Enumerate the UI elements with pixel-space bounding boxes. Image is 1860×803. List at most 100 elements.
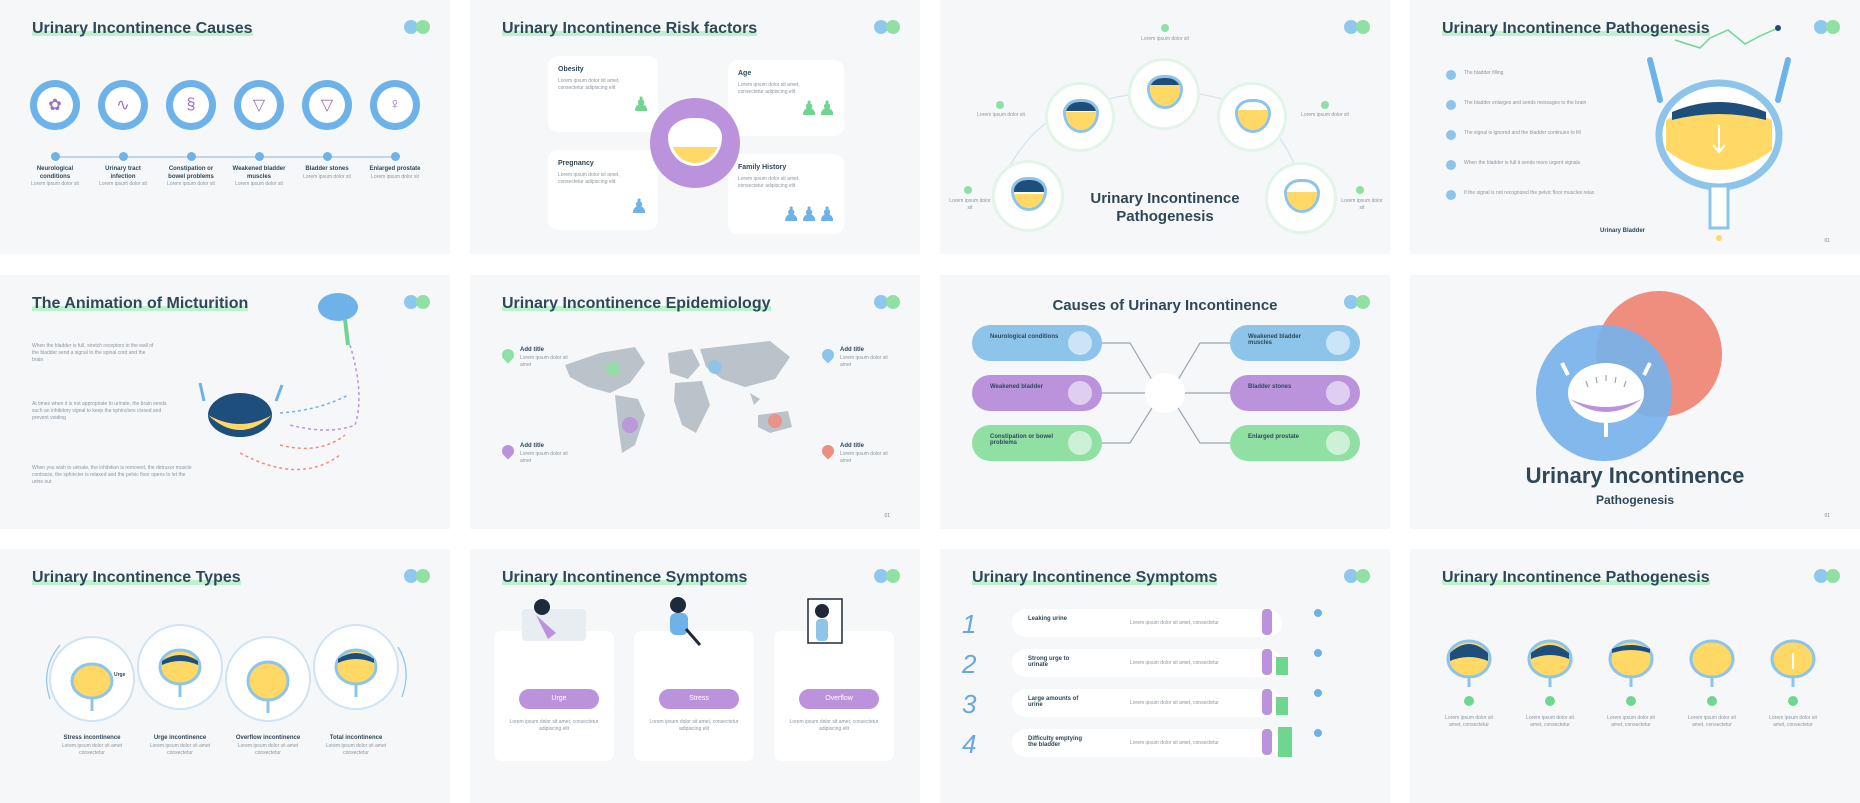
types-diagram bbox=[46, 624, 407, 722]
cover-subtitle: Pathogenesis bbox=[1595, 493, 1675, 507]
logo-icon bbox=[404, 569, 432, 583]
slide-cover[interactable]: Urinary Incontinence Pathogenesis 01 bbox=[1410, 275, 1860, 529]
symptom-row: 4 Difficulty emptying the bladder Lorem … bbox=[962, 729, 1282, 759]
stage-caption: Lorem ipsum dolor sit amet, consectetur bbox=[1607, 715, 1655, 728]
slide-center-title: Urinary Incontinence Pathogenesis bbox=[1090, 190, 1240, 225]
slide-title: Urinary Incontinence Types bbox=[32, 569, 241, 587]
page-number: 01 bbox=[1824, 238, 1830, 244]
cause-item: Weakened bladder muscles Lorem ipsum dol… bbox=[232, 166, 286, 187]
cause-item: Enlarged prostate Lorem ipsum dolor sit bbox=[369, 166, 421, 180]
bacteria-icon: ∿ bbox=[98, 80, 148, 130]
cause-item: Bladder stones Lorem ipsum dolor sit bbox=[303, 166, 351, 180]
timeline bbox=[55, 156, 395, 158]
cause-pill: Bladder stones bbox=[1230, 375, 1360, 411]
cause-pill: Neurological conditions bbox=[972, 325, 1102, 361]
slide-title: Urinary Incontinence Causes bbox=[32, 20, 253, 38]
person-illustrations bbox=[522, 597, 843, 646]
symptom-button[interactable]: Urge bbox=[519, 689, 599, 709]
slide-title: Urinary Incontinence Symptoms bbox=[502, 569, 748, 587]
connector-lines bbox=[1100, 342, 1230, 444]
slide-title: Urinary Incontinence Symptoms bbox=[972, 569, 1218, 587]
symptom-row: 2 Strong urge to urinate Lorem ipsum dol… bbox=[962, 649, 1282, 679]
logo-icon bbox=[1344, 295, 1372, 309]
cause-icon bbox=[1326, 331, 1350, 355]
stage-caption: Lorem ipsum dolor sit amet, consectetur bbox=[1526, 715, 1574, 728]
logo-icon bbox=[1344, 569, 1372, 583]
symptom-row: 1 Leaking urine Lorem ipsum dolor sit am… bbox=[962, 609, 1282, 639]
slide-epidemiology[interactable]: Urinary Incontinence Epidemiology Add ti… bbox=[470, 275, 920, 529]
slide-causes-pills[interactable]: Causes of Urinary Incontinence Neurologi… bbox=[940, 275, 1390, 529]
logo-icon bbox=[874, 20, 902, 34]
timeline-dot bbox=[323, 152, 332, 161]
stage-caption: Lorem ipsum dolor sit amet, consectetur bbox=[1688, 715, 1736, 728]
symptom-button[interactable]: Overflow bbox=[799, 689, 879, 709]
slide-symptoms-list[interactable]: Urinary Incontinence Symptoms 1 Leaking … bbox=[940, 549, 1390, 803]
intestine-icon: § bbox=[166, 80, 216, 130]
timeline-dot bbox=[391, 152, 400, 161]
step-list: The bladder filling The bladder enlarges… bbox=[1446, 70, 1606, 220]
note: Lorem ipsum dolor sit bbox=[1141, 36, 1189, 42]
symptom-row: 3 Large amounts of urine Lorem ipsum dol… bbox=[962, 689, 1282, 719]
logo-icon bbox=[1814, 20, 1842, 34]
timeline-dot bbox=[187, 152, 196, 161]
slide-pathogenesis-row[interactable]: Urinary Incontinence Pathogenesis Lorem … bbox=[1410, 549, 1860, 803]
prostate-icon: ♀ bbox=[370, 80, 420, 130]
stage-circle bbox=[1217, 82, 1287, 152]
bladder-icon: ▽ bbox=[234, 80, 284, 130]
page-number: 01 bbox=[884, 513, 890, 519]
bladder-center-graphic bbox=[650, 98, 740, 188]
cause-item: Urinary tract infection Lorem ipsum dolo… bbox=[99, 166, 147, 187]
cause-pill: Constipation or bowel problems bbox=[972, 425, 1102, 461]
cause-pill: Weakened bladder muscles bbox=[1230, 325, 1360, 361]
slide-pathogenesis-circle[interactable]: Urinary Incontinence Pathogenesis Lorem … bbox=[940, 0, 1390, 254]
stage-circle bbox=[992, 160, 1064, 232]
symptom-card: Overflow Lorem ipsum dolor sit amet, con… bbox=[774, 631, 894, 761]
risk-card-pregnancy: Pregnancy Lorem ipsum dolor sit amet, co… bbox=[548, 150, 658, 230]
cause-icon bbox=[1068, 381, 1092, 405]
paragraph: At times when it is not appropriate to u… bbox=[32, 401, 167, 421]
slide-title: The Animation of Micturition bbox=[32, 295, 249, 313]
bladder-icon bbox=[1560, 362, 1652, 437]
slide-title: Causes of Urinary Incontinence bbox=[1052, 297, 1278, 314]
bladder-caption: Urinary Bladder bbox=[1600, 228, 1646, 234]
stage-circle bbox=[1045, 82, 1115, 152]
cause-pill: Enlarged prostate bbox=[1230, 425, 1360, 461]
timeline-dot bbox=[51, 152, 60, 161]
slide-symptoms-cards[interactable]: Urinary Incontinence Symptoms Urge Lorem… bbox=[470, 549, 920, 803]
large-bladder-graphic bbox=[1647, 25, 1791, 241]
slide-micturition[interactable]: The Animation of Micturition When the bl… bbox=[0, 275, 450, 529]
slide-pathogenesis-list[interactable]: Urinary Incontinence Pathogenesis The bl… bbox=[1410, 0, 1860, 254]
logo-icon bbox=[874, 295, 902, 309]
person-icons bbox=[1262, 609, 1322, 757]
note: Lorem ipsum dolor sit bbox=[977, 112, 1025, 118]
cause-icon bbox=[1326, 431, 1350, 455]
paragraph: When the bladder is full, stretch recept… bbox=[32, 343, 154, 363]
stage-caption: Lorem ipsum dolor sit amet, consectetur bbox=[1769, 715, 1817, 728]
world-map bbox=[565, 341, 792, 453]
cause-icon bbox=[1326, 381, 1350, 405]
slide-title: Urinary Incontinence Pathogenesis bbox=[1442, 569, 1710, 587]
slide-causes[interactable]: Urinary Incontinence Causes ✿ ∿ § ▽ ▽ ♀ … bbox=[0, 0, 450, 254]
slide-title: Urinary Incontinence Epidemiology bbox=[502, 295, 771, 313]
note: Lorem ipsum dolor sit bbox=[1301, 112, 1349, 118]
slide-types[interactable]: Urinary Incontinence Types Urge Stress i… bbox=[0, 549, 450, 803]
cause-pill: Weakened bladder bbox=[972, 375, 1102, 411]
risk-card-family-history: Family History Lorem ipsum dolor sit ame… bbox=[728, 154, 844, 234]
cause-item: Neurological conditions Lorem ipsum dolo… bbox=[31, 166, 79, 187]
logo-icon bbox=[1344, 20, 1372, 34]
logo-icon bbox=[874, 569, 902, 583]
logo-icon bbox=[404, 20, 432, 34]
symptom-button[interactable]: Stress bbox=[659, 689, 739, 709]
bladder-stages bbox=[1446, 639, 1816, 706]
urge-tag: Urge bbox=[114, 672, 126, 678]
timeline-dot bbox=[255, 152, 264, 161]
note: Lorem ipsum dolor sit bbox=[949, 198, 991, 211]
slide-risk-factors[interactable]: Urinary Incontinence Risk factors Obesit… bbox=[470, 0, 920, 254]
logo-icon bbox=[404, 295, 432, 309]
cover-title: Urinary Incontinence bbox=[1525, 463, 1745, 488]
